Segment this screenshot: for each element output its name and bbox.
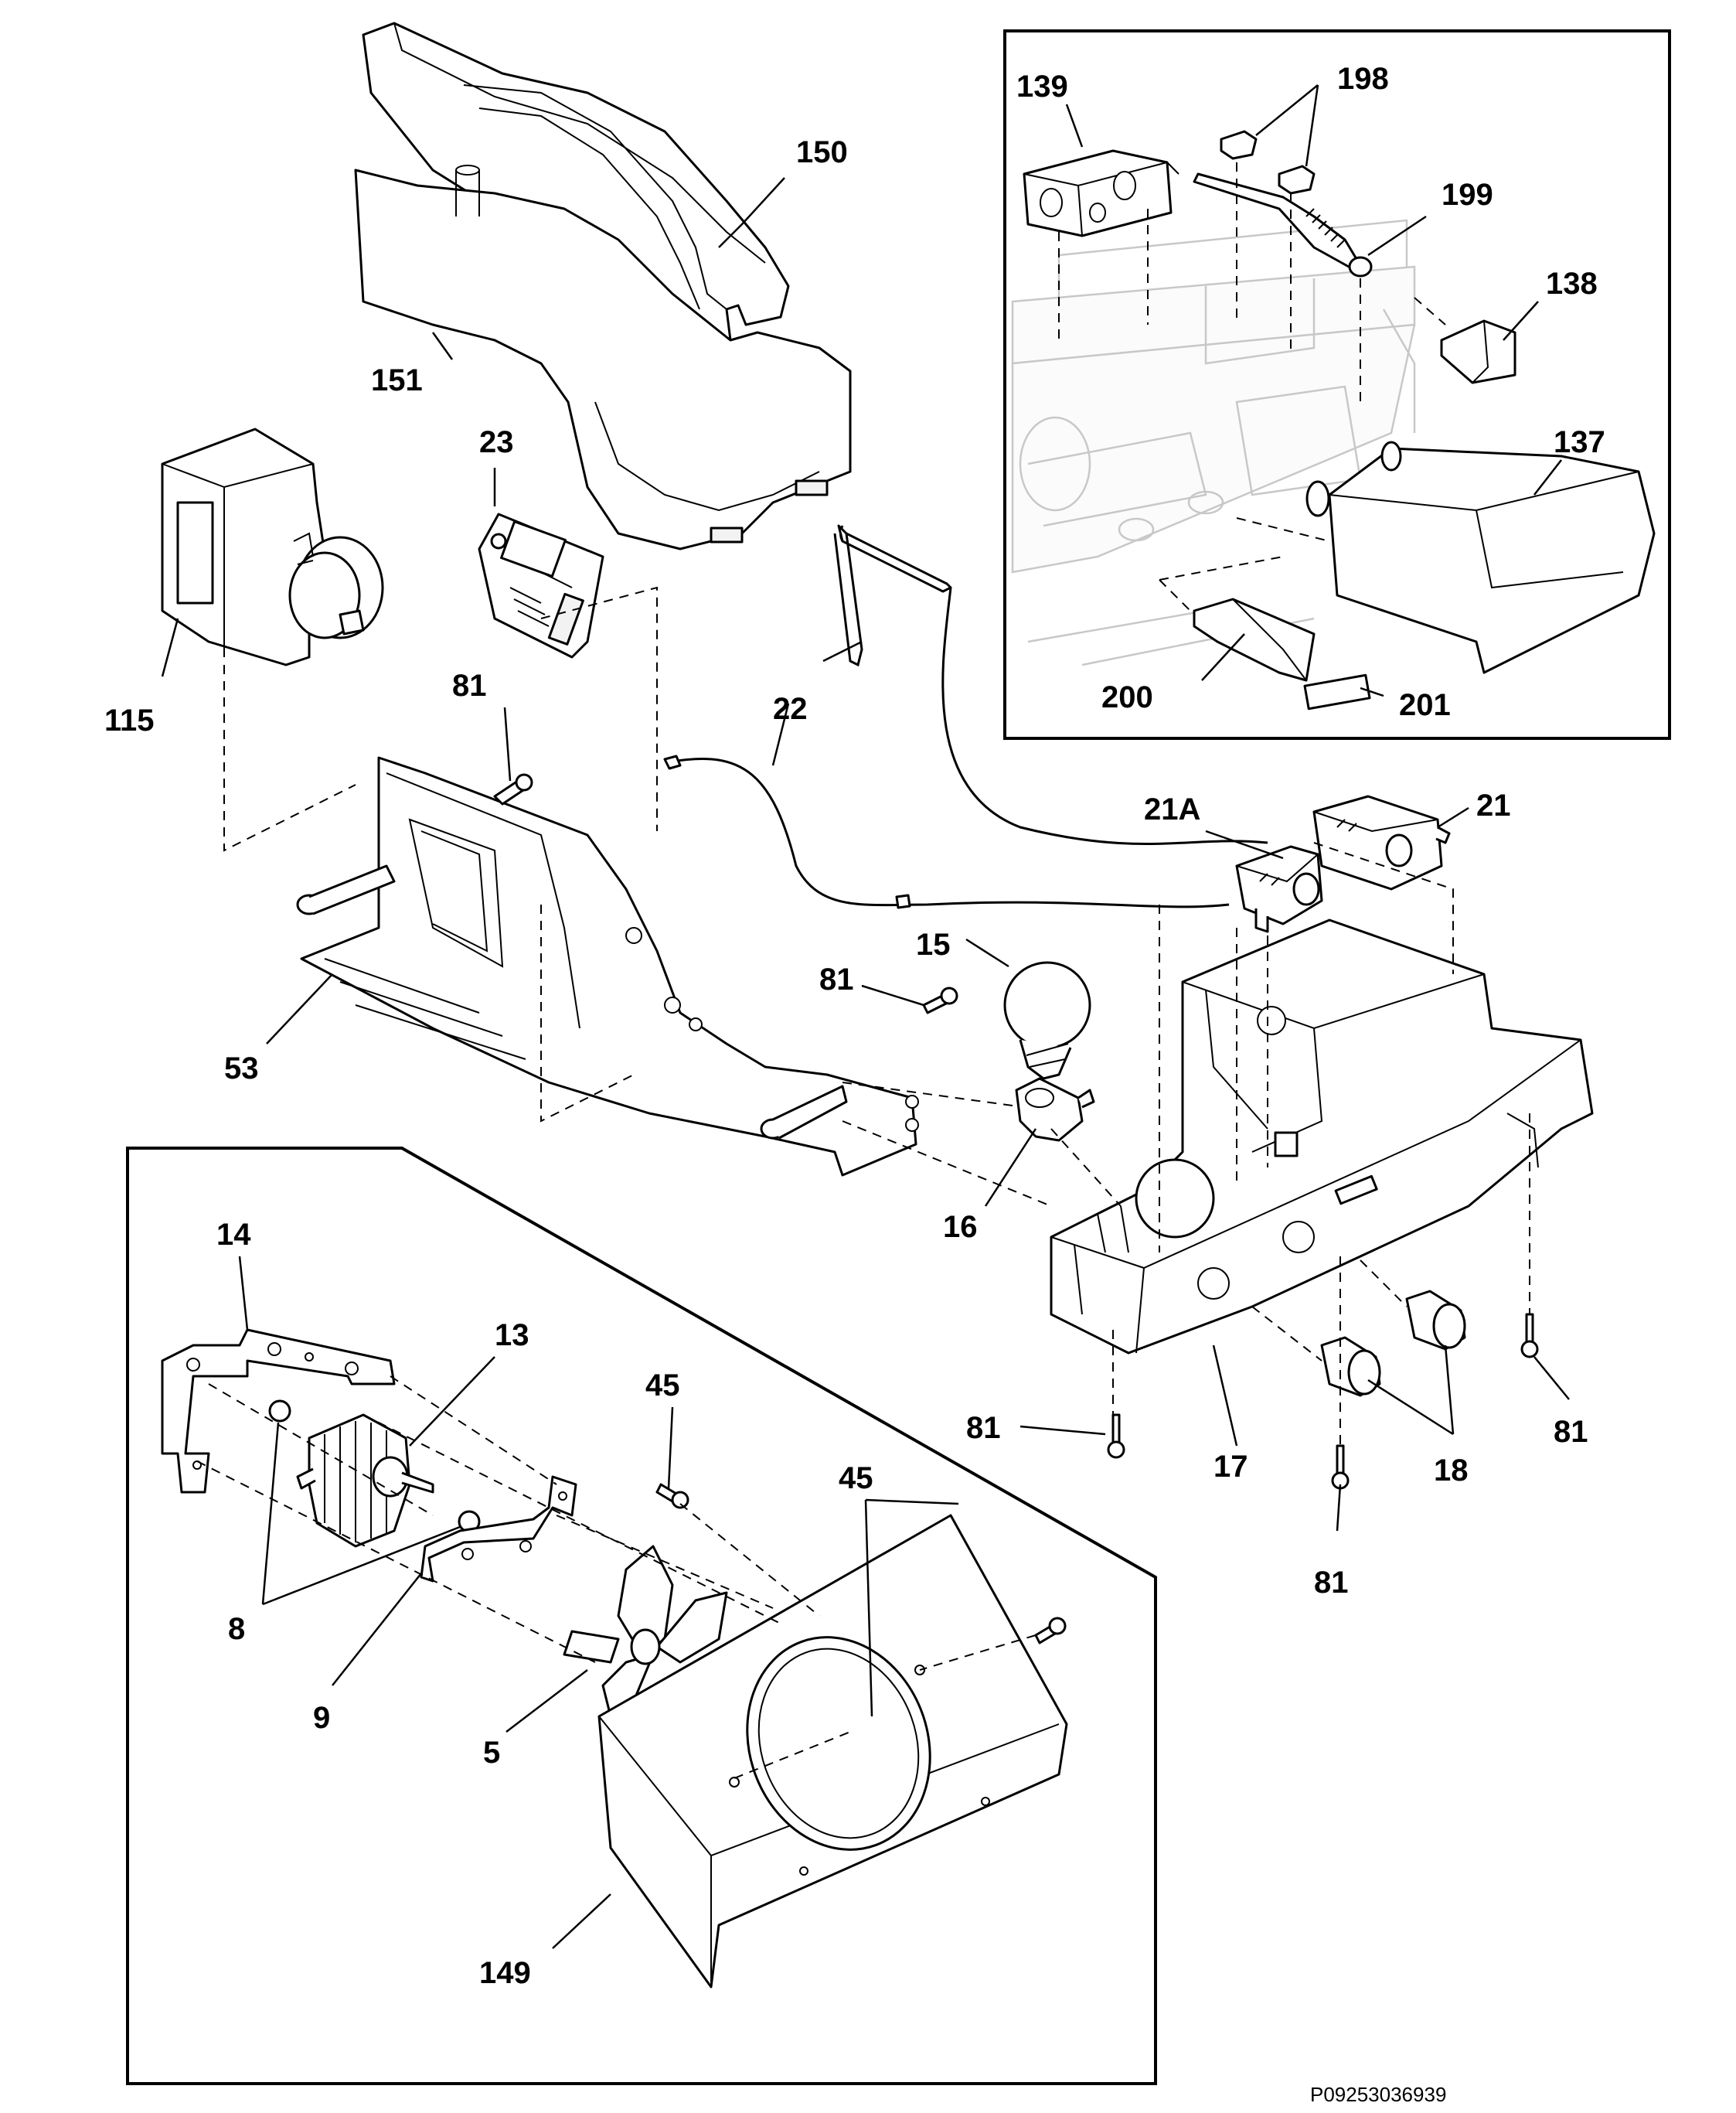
fan-assembly-lines — [196, 1375, 1036, 1779]
part-9-bracket — [420, 1475, 577, 1583]
label-23: 23 — [479, 425, 514, 459]
assembly-lines-main — [223, 586, 1530, 1446]
label-8: 8 — [228, 1612, 245, 1646]
screw-81-housing-bottom — [1331, 1444, 1350, 1490]
part-16-lamp-socket — [1015, 1077, 1095, 1142]
label-81-bottom: 81 — [1314, 1566, 1349, 1600]
label-81-right: 81 — [1554, 1415, 1588, 1449]
part-201-pad — [1303, 673, 1371, 711]
part-53-mounting-bracket — [296, 756, 919, 1177]
label-14: 14 — [216, 1218, 251, 1252]
part-151-chute-liner — [354, 165, 852, 550]
part-139-valve-block — [1023, 149, 1179, 237]
label-45-upper: 45 — [645, 1368, 680, 1402]
label-81-left: 81 — [966, 1411, 1001, 1445]
label-115: 115 — [104, 704, 155, 738]
label-138: 138 — [1546, 267, 1598, 301]
screw-81-housing-left — [1107, 1413, 1125, 1459]
label-81-upper: 81 — [452, 669, 487, 703]
label-5: 5 — [483, 1736, 500, 1770]
label-201: 201 — [1399, 688, 1451, 722]
screw-81-housing-right — [1520, 1313, 1539, 1358]
label-199: 199 — [1442, 178, 1493, 212]
label-21A: 21A — [1144, 792, 1200, 826]
leader-lines — [161, 84, 1570, 1949]
label-139: 139 — [1016, 70, 1068, 104]
inset-fan-assembly — [126, 1147, 1157, 2085]
part-18-knobs — [1320, 1290, 1466, 1397]
label-18: 18 — [1434, 1454, 1469, 1488]
label-17: 17 — [1213, 1450, 1248, 1484]
reference-code: P09253036939 — [1310, 2083, 1446, 2106]
label-22: 22 — [773, 692, 808, 726]
part-labels: 150 151 23 115 81 22 53 15 81 16 21A 21 … — [104, 62, 1605, 2106]
part-5-fan-blade — [563, 1545, 728, 1718]
part-13-fan-motor — [296, 1413, 434, 1548]
part-149-fan-shroud — [597, 1514, 1068, 1989]
part-23-control-board — [478, 513, 604, 659]
inset-assembly-lines — [1058, 162, 1446, 615]
label-149: 149 — [479, 1956, 531, 1990]
part-22-capillary-tube — [663, 524, 1268, 909]
label-15: 15 — [916, 928, 951, 962]
label-81-middle: 81 — [819, 963, 854, 997]
fan-inset-frame — [126, 1147, 1157, 2085]
label-137: 137 — [1554, 425, 1605, 459]
screw-45-upper — [655, 1483, 689, 1509]
inset-frame — [1003, 29, 1671, 740]
part-137-chute — [1305, 441, 1656, 674]
part-8-washer-upper — [268, 1399, 291, 1423]
label-16: 16 — [943, 1210, 978, 1244]
label-9: 9 — [313, 1701, 330, 1735]
label-198: 198 — [1337, 62, 1389, 96]
screw-81-upper — [493, 773, 533, 806]
inset-housing-ghost — [1011, 219, 1416, 666]
label-21: 21 — [1476, 789, 1511, 823]
screw-45-right — [1034, 1617, 1067, 1644]
inset-dispenser-detail — [1003, 29, 1671, 740]
part-21A-switch — [1235, 845, 1323, 933]
label-150: 150 — [796, 135, 848, 169]
part-198-clips — [1220, 130, 1316, 195]
label-45-lower: 45 — [839, 1461, 873, 1495]
part-17-dispenser-housing — [1050, 918, 1594, 1355]
part-21-switch — [1312, 795, 1451, 891]
label-151: 151 — [371, 363, 423, 397]
part-14-motor-bracket — [161, 1328, 396, 1494]
part-115-auger-motor — [161, 428, 384, 666]
label-53: 53 — [224, 1051, 259, 1085]
part-138-bracket — [1440, 319, 1516, 384]
label-200: 200 — [1101, 680, 1153, 714]
part-15-light-bulb — [1003, 961, 1091, 1080]
label-13: 13 — [495, 1318, 529, 1352]
screw-81-middle — [922, 987, 958, 1014]
part-200-paddle — [1193, 598, 1316, 682]
